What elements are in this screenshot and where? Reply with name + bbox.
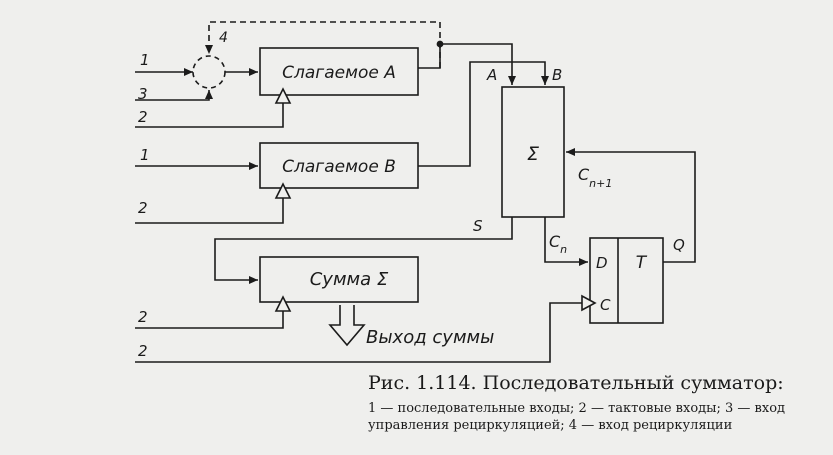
input-3-number: 3: [138, 85, 148, 103]
carry-sub: n: [560, 243, 567, 256]
carry-to-trigger: [544, 217, 588, 266]
carry-letter: C: [549, 232, 561, 251]
trigger-q-label: Q: [673, 236, 685, 254]
switch-circle: [192, 55, 226, 89]
caption-title: Рис. 1.114. Последовательный сумматор:: [368, 372, 784, 394]
adder-block: [501, 86, 565, 218]
input-3-line: [135, 90, 213, 101]
recirc-number: 4: [219, 30, 228, 46]
recirculation-loop: [205, 21, 441, 68]
carry-label: Cn: [549, 232, 567, 256]
addend-a-to-adder: [418, 43, 516, 85]
trigger-block: [589, 237, 664, 324]
input-2-sum-number: 2: [138, 308, 148, 326]
port-b-label: B: [552, 66, 562, 84]
input-2-a-number: 2: [138, 108, 148, 126]
output-arrow-icon: [328, 305, 366, 347]
trigger-label: T: [636, 253, 648, 273]
caption-legend: 1 — последовательные входы; 2 — тактовые…: [368, 401, 786, 433]
figure-caption: Рис. 1.114. Последовательный сумматор: 1…: [368, 370, 828, 434]
addend-a-register: [259, 47, 419, 96]
carry-next-sub: n+1: [589, 177, 612, 190]
adder-label: Σ: [527, 143, 539, 165]
input-2-b-number: 2: [138, 199, 148, 217]
adder-s-to-sum: [214, 217, 513, 284]
clock-b-triangle: [274, 182, 292, 199]
input-2-clk-number: 2: [138, 342, 148, 360]
output-label: Выход суммы: [366, 327, 494, 348]
trigger-q-to-adder: [566, 148, 696, 263]
trigger-c-label: C: [600, 296, 611, 314]
input-1-a-number: 1: [140, 51, 150, 69]
carry-next-letter: C: [578, 165, 590, 184]
trigger-d-label: D: [596, 254, 608, 272]
clock-a-triangle: [274, 87, 292, 104]
sum-register-label: Сумма Σ: [310, 269, 389, 290]
addend-b-to-adder: [418, 61, 549, 167]
addend-a-label: Слагаемое A: [282, 63, 396, 83]
port-s-label: S: [473, 217, 483, 235]
port-a-label: A: [486, 66, 497, 84]
input-1-b-number: 1: [140, 146, 150, 164]
clock-sum-triangle: [274, 295, 292, 312]
addend-b-label: Слагаемое B: [282, 157, 396, 177]
clock-trigger-triangle: [581, 294, 597, 312]
sum-register: [259, 256, 419, 303]
carry-next-label: Cn+1: [578, 165, 612, 190]
